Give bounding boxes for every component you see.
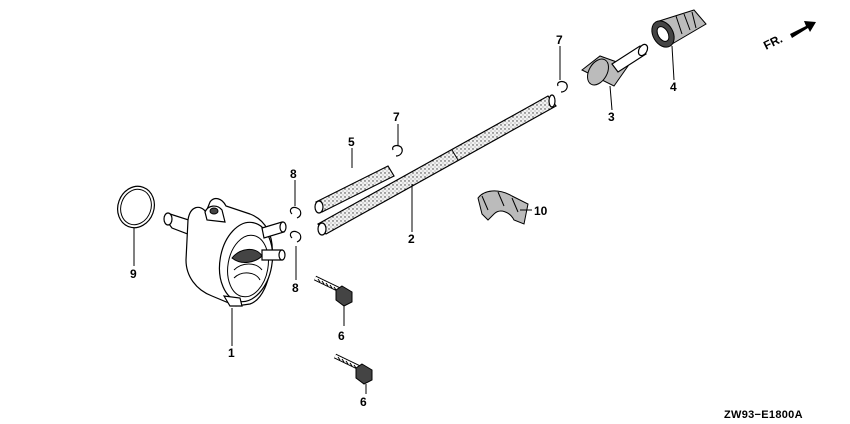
callout-6-lower: 6 bbox=[360, 395, 367, 409]
short-fuel-tube-part[interactable] bbox=[314, 165, 395, 214]
tube-clip-part-upper[interactable] bbox=[557, 80, 568, 93]
callout-2: 2 bbox=[408, 232, 415, 246]
front-direction-arrow-icon bbox=[790, 21, 816, 38]
callout-6-upper: 6 bbox=[338, 329, 345, 343]
callout-7-upper: 7 bbox=[556, 33, 563, 47]
long-fuel-tube-part[interactable] bbox=[317, 94, 557, 236]
callout-9: 9 bbox=[130, 267, 137, 281]
flange-bolt-part-upper[interactable] bbox=[313, 275, 353, 307]
callout-1: 1 bbox=[228, 346, 235, 360]
callout-8-lower: 8 bbox=[292, 281, 299, 295]
front-direction-marker: FR. bbox=[761, 21, 816, 53]
tube-clip-part-lower[interactable] bbox=[392, 144, 403, 157]
callout-leaders bbox=[133, 45, 675, 394]
o-ring-part[interactable] bbox=[112, 181, 160, 233]
diagram-code: ZW93−E1800A bbox=[724, 409, 803, 421]
callout-4: 4 bbox=[670, 80, 677, 94]
fuel-connector-part[interactable] bbox=[647, 9, 707, 51]
hose-clip-part-upper[interactable] bbox=[289, 206, 302, 219]
callout-3: 3 bbox=[608, 110, 615, 124]
fuel-joint-part[interactable] bbox=[581, 43, 649, 89]
callout-7-lower: 7 bbox=[393, 110, 400, 124]
fr-label: FR. bbox=[761, 32, 785, 53]
callout-8-upper: 8 bbox=[290, 167, 297, 181]
callout-5: 5 bbox=[348, 135, 355, 149]
pump-body-part[interactable] bbox=[163, 197, 287, 307]
flange-bolt-part-lower[interactable] bbox=[333, 353, 373, 385]
hose-clip-part-lower[interactable] bbox=[289, 230, 302, 243]
tube-clamp-part[interactable] bbox=[477, 190, 529, 225]
callout-10: 10 bbox=[534, 204, 548, 218]
